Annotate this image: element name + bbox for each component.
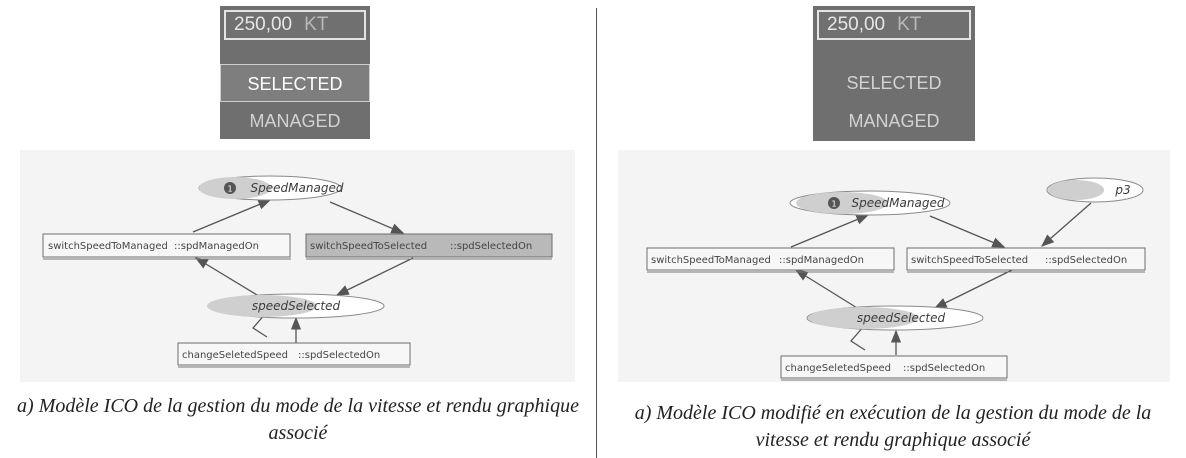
place-label-managed: SpeedManaged <box>251 181 344 195</box>
transition-switch-to-managed[interactable]: switchSpeedToManaged ::spdManagedOn <box>646 247 895 273</box>
speed-unit: KT <box>304 14 329 35</box>
svg-text:::spdSelectedOn: ::spdSelectedOn <box>1045 255 1127 266</box>
managed-mode-button[interactable]: MANAGED <box>249 111 341 131</box>
place-p3[interactable]: p3 <box>1046 177 1144 203</box>
svg-text:::spdSelectedOn: ::spdSelectedOn <box>450 241 532 252</box>
arc-selected-to-switch-managed <box>194 257 263 299</box>
selected-mode-button[interactable]: SELECTED <box>220 64 370 102</box>
svg-text:switchSpeedToSelected: switchSpeedToSelected <box>310 241 427 252</box>
place-speed-managed[interactable]: 1 SpeedManaged <box>789 190 951 216</box>
token-count: 1 <box>831 200 836 209</box>
place-label-selected: speedSelected <box>857 311 946 325</box>
token-icon <box>224 182 236 194</box>
place-label-managed: SpeedManaged <box>852 196 945 210</box>
place-label-selected: speedSelected <box>252 299 341 313</box>
svg-text:switchSpeedToManaged: switchSpeedToManaged <box>48 241 168 252</box>
transition-switch-to-selected[interactable]: switchSpeedToSelected ::spdSelectedOn <box>906 247 1146 273</box>
token-count: 1 <box>227 185 232 194</box>
arc-selected-to-change <box>252 312 268 338</box>
arc-to-managed-to-place <box>790 214 870 248</box>
svg-text:::spdManagedOn: ::spdManagedOn <box>174 241 259 252</box>
speed-unit: KT <box>897 14 922 35</box>
arc-selected-to-switch-managed <box>794 269 863 312</box>
transition-switch-to-managed[interactable]: switchSpeedToManaged ::spdManagedOn <box>42 233 291 260</box>
right-panel: 250,00 KT SELECTED MANAGED 1 SpeedManaged <box>598 0 1186 457</box>
speed-value: 250,00 <box>234 14 293 35</box>
svg-text:::spdManagedOn: ::spdManagedOn <box>779 255 864 266</box>
left-panel: 250,00 KT SELECTED MANAGED 1 SpeedManaged <box>17 6 579 444</box>
svg-text:changeSeletedSpeed: changeSeletedSpeed <box>785 363 891 374</box>
arc-place-to-switch-selected <box>929 215 1006 248</box>
arc-selected-to-change <box>850 325 866 351</box>
arc-p3-to-switch-selected <box>1041 202 1092 247</box>
arc-place-to-switch-selected <box>329 201 405 234</box>
svg-text:::spdSelectedOn: ::spdSelectedOn <box>298 350 380 361</box>
transition-switch-to-selected[interactable]: switchSpeedToSelected ::spdSelectedOn <box>305 233 553 260</box>
speed-display[interactable]: 250,00 KT <box>224 10 366 40</box>
selected-mode-button[interactable]: SELECTED <box>846 73 942 93</box>
petri-net-diagram: 1 SpeedManaged p3 speedSelected switchSp… <box>646 177 1146 381</box>
speed-widget: 250,00 KT SELECTED MANAGED <box>220 6 370 139</box>
petri-net-diagram: 1 SpeedManaged speedSelected switchSpeed… <box>42 175 553 368</box>
caption-right: a) Modèle ICO modifié en exécution de la… <box>634 402 1152 451</box>
transition-change-selected-speed[interactable]: changeSeletedSpeed ::spdSelectedOn <box>780 355 1008 381</box>
arc-switch-selected-to-place <box>933 269 1013 309</box>
managed-mode-button[interactable]: MANAGED <box>848 111 940 131</box>
token-icon <box>828 197 840 209</box>
place-label-p3: p3 <box>1114 183 1130 197</box>
speed-value: 250,00 <box>827 14 886 35</box>
arc-to-managed-to-place <box>192 199 272 233</box>
svg-text:switchSpeedToManaged: switchSpeedToManaged <box>651 255 771 266</box>
svg-text:changeSeletedSpeed: changeSeletedSpeed <box>182 350 288 361</box>
caption-left: a) Modèle ICO de la gestion du mode de l… <box>17 395 579 444</box>
speed-widget: 250,00 KT SELECTED MANAGED <box>813 6 975 141</box>
transition-change-selected-speed[interactable]: changeSeletedSpeed ::spdSelectedOn <box>177 342 411 368</box>
svg-text:switchSpeedToSelected: switchSpeedToSelected <box>911 255 1028 266</box>
arc-switch-selected-to-place <box>335 257 414 296</box>
place-speed-selected[interactable]: speedSelected <box>806 305 984 331</box>
speed-display[interactable]: 250,00 KT <box>817 10 971 40</box>
place-speed-managed[interactable]: 1 SpeedManaged <box>198 175 344 201</box>
panel-divider <box>596 8 597 458</box>
place-speed-selected[interactable]: speedSelected <box>207 293 385 319</box>
svg-text:::spdSelectedOn: ::spdSelectedOn <box>903 363 985 374</box>
